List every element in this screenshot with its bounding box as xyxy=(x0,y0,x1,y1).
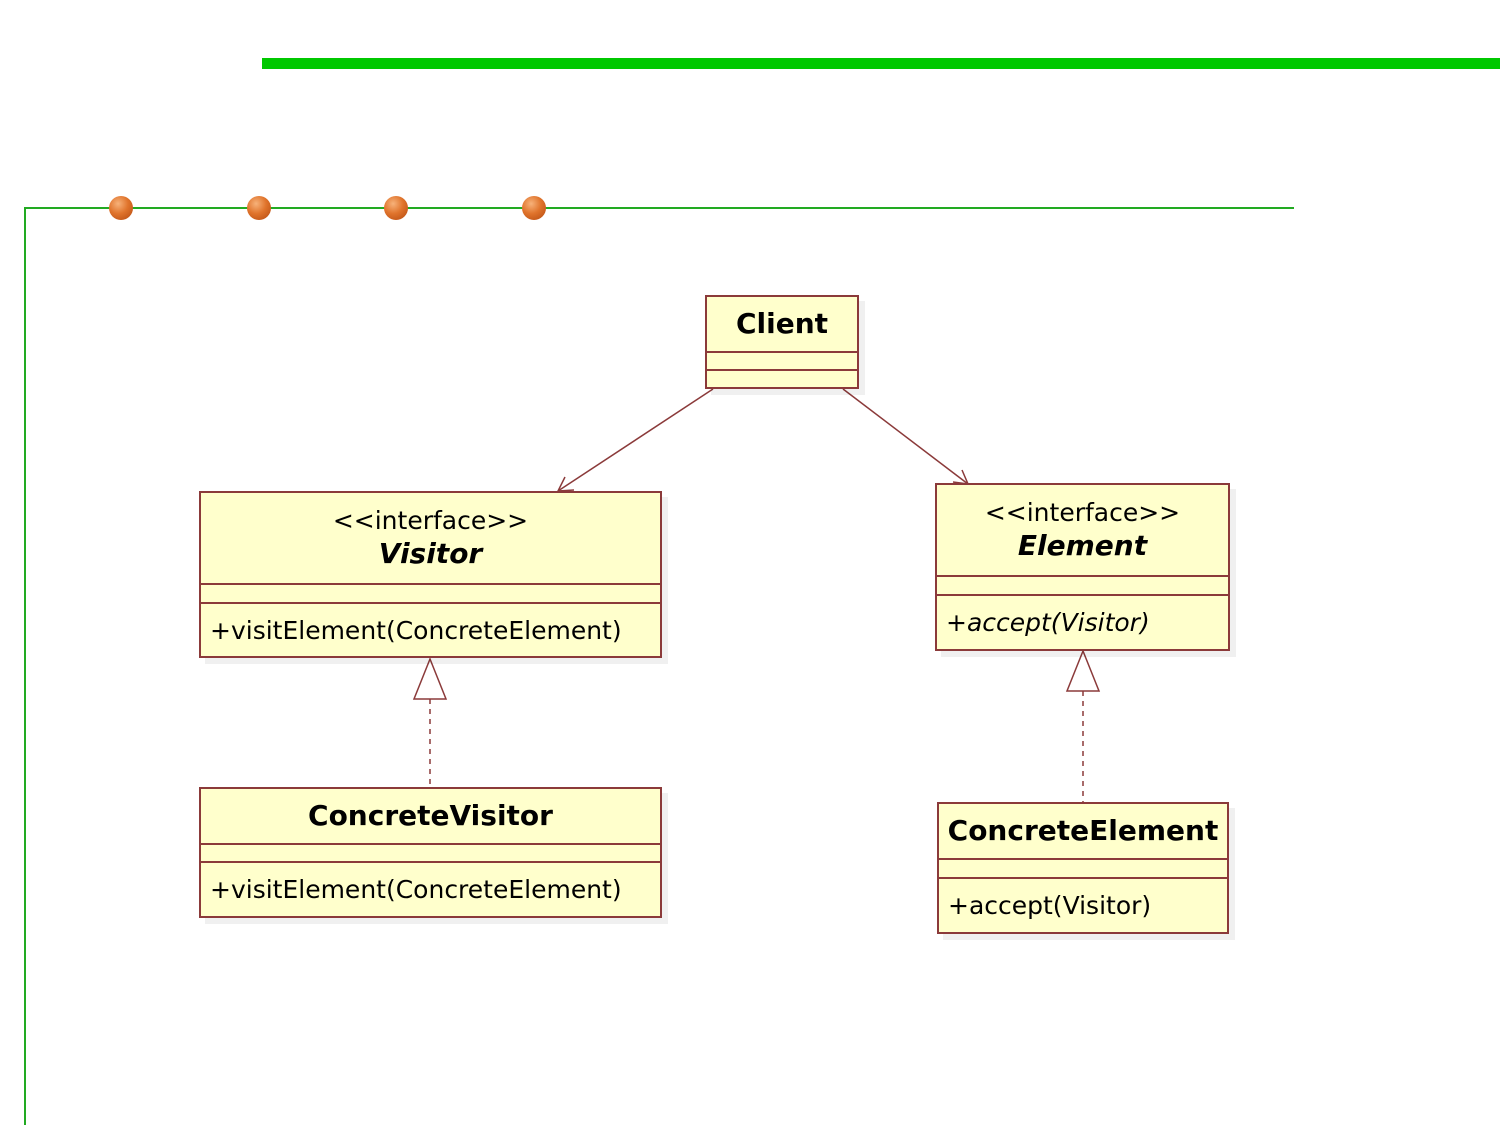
class-concrete-element-name: ConcreteElement xyxy=(947,814,1219,847)
class-concrete-element-operation: +accept(Visitor) xyxy=(948,891,1152,920)
class-visitor-header: <<interface>> Visitor xyxy=(201,493,660,585)
class-visitor-operation: +visitElement(ConcreteElement) xyxy=(210,615,622,645)
class-element-operation: +accept(Visitor) xyxy=(946,608,1150,637)
class-client-name: Client xyxy=(735,307,829,340)
class-concrete-element[interactable]: ConcreteElement +accept(Visitor) xyxy=(937,802,1229,934)
class-client-operations xyxy=(707,371,857,387)
class-visitor-stereotype: <<interface>> xyxy=(332,506,529,535)
bullet-dot-4 xyxy=(522,196,546,220)
class-concrete-visitor-header: ConcreteVisitor xyxy=(201,789,660,845)
bullet-dot-1 xyxy=(109,196,133,220)
class-visitor-name: Visitor xyxy=(378,537,483,570)
class-element-name: Element xyxy=(1017,529,1148,562)
class-element-header: <<interface>> Element xyxy=(937,485,1228,577)
class-concrete-visitor-operation: +visitElement(ConcreteElement) xyxy=(210,875,622,904)
realization-triangle-visitor xyxy=(412,656,448,700)
class-concrete-visitor[interactable]: ConcreteVisitor +visitElement(ConcreteEl… xyxy=(199,787,662,918)
class-element-stereotype: <<interface>> xyxy=(984,498,1181,527)
class-visitor-attributes xyxy=(201,585,660,604)
class-element[interactable]: <<interface>> Element +accept(Visitor) xyxy=(935,483,1230,651)
bullet-dot-2 xyxy=(247,196,271,220)
class-concrete-visitor-attributes xyxy=(201,845,660,863)
class-element-attributes xyxy=(937,577,1228,596)
class-concrete-element-header: ConcreteElement xyxy=(939,804,1227,860)
class-client-attributes xyxy=(707,353,857,371)
class-visitor[interactable]: <<interface>> Visitor +visitElement(Conc… xyxy=(199,491,662,658)
bullet-dot-3 xyxy=(384,196,408,220)
top-accent-bar xyxy=(262,58,1500,69)
frame-horizontal-line xyxy=(24,207,1294,209)
association-client-visitor xyxy=(557,388,714,492)
association-client-element xyxy=(842,388,969,485)
class-client[interactable]: Client xyxy=(705,295,859,389)
realization-triangle-element xyxy=(1065,648,1101,692)
frame-vertical-line xyxy=(24,207,26,1125)
class-client-header: Client xyxy=(707,297,857,353)
class-concrete-visitor-name: ConcreteVisitor xyxy=(308,799,553,832)
class-concrete-element-attributes xyxy=(939,860,1227,879)
